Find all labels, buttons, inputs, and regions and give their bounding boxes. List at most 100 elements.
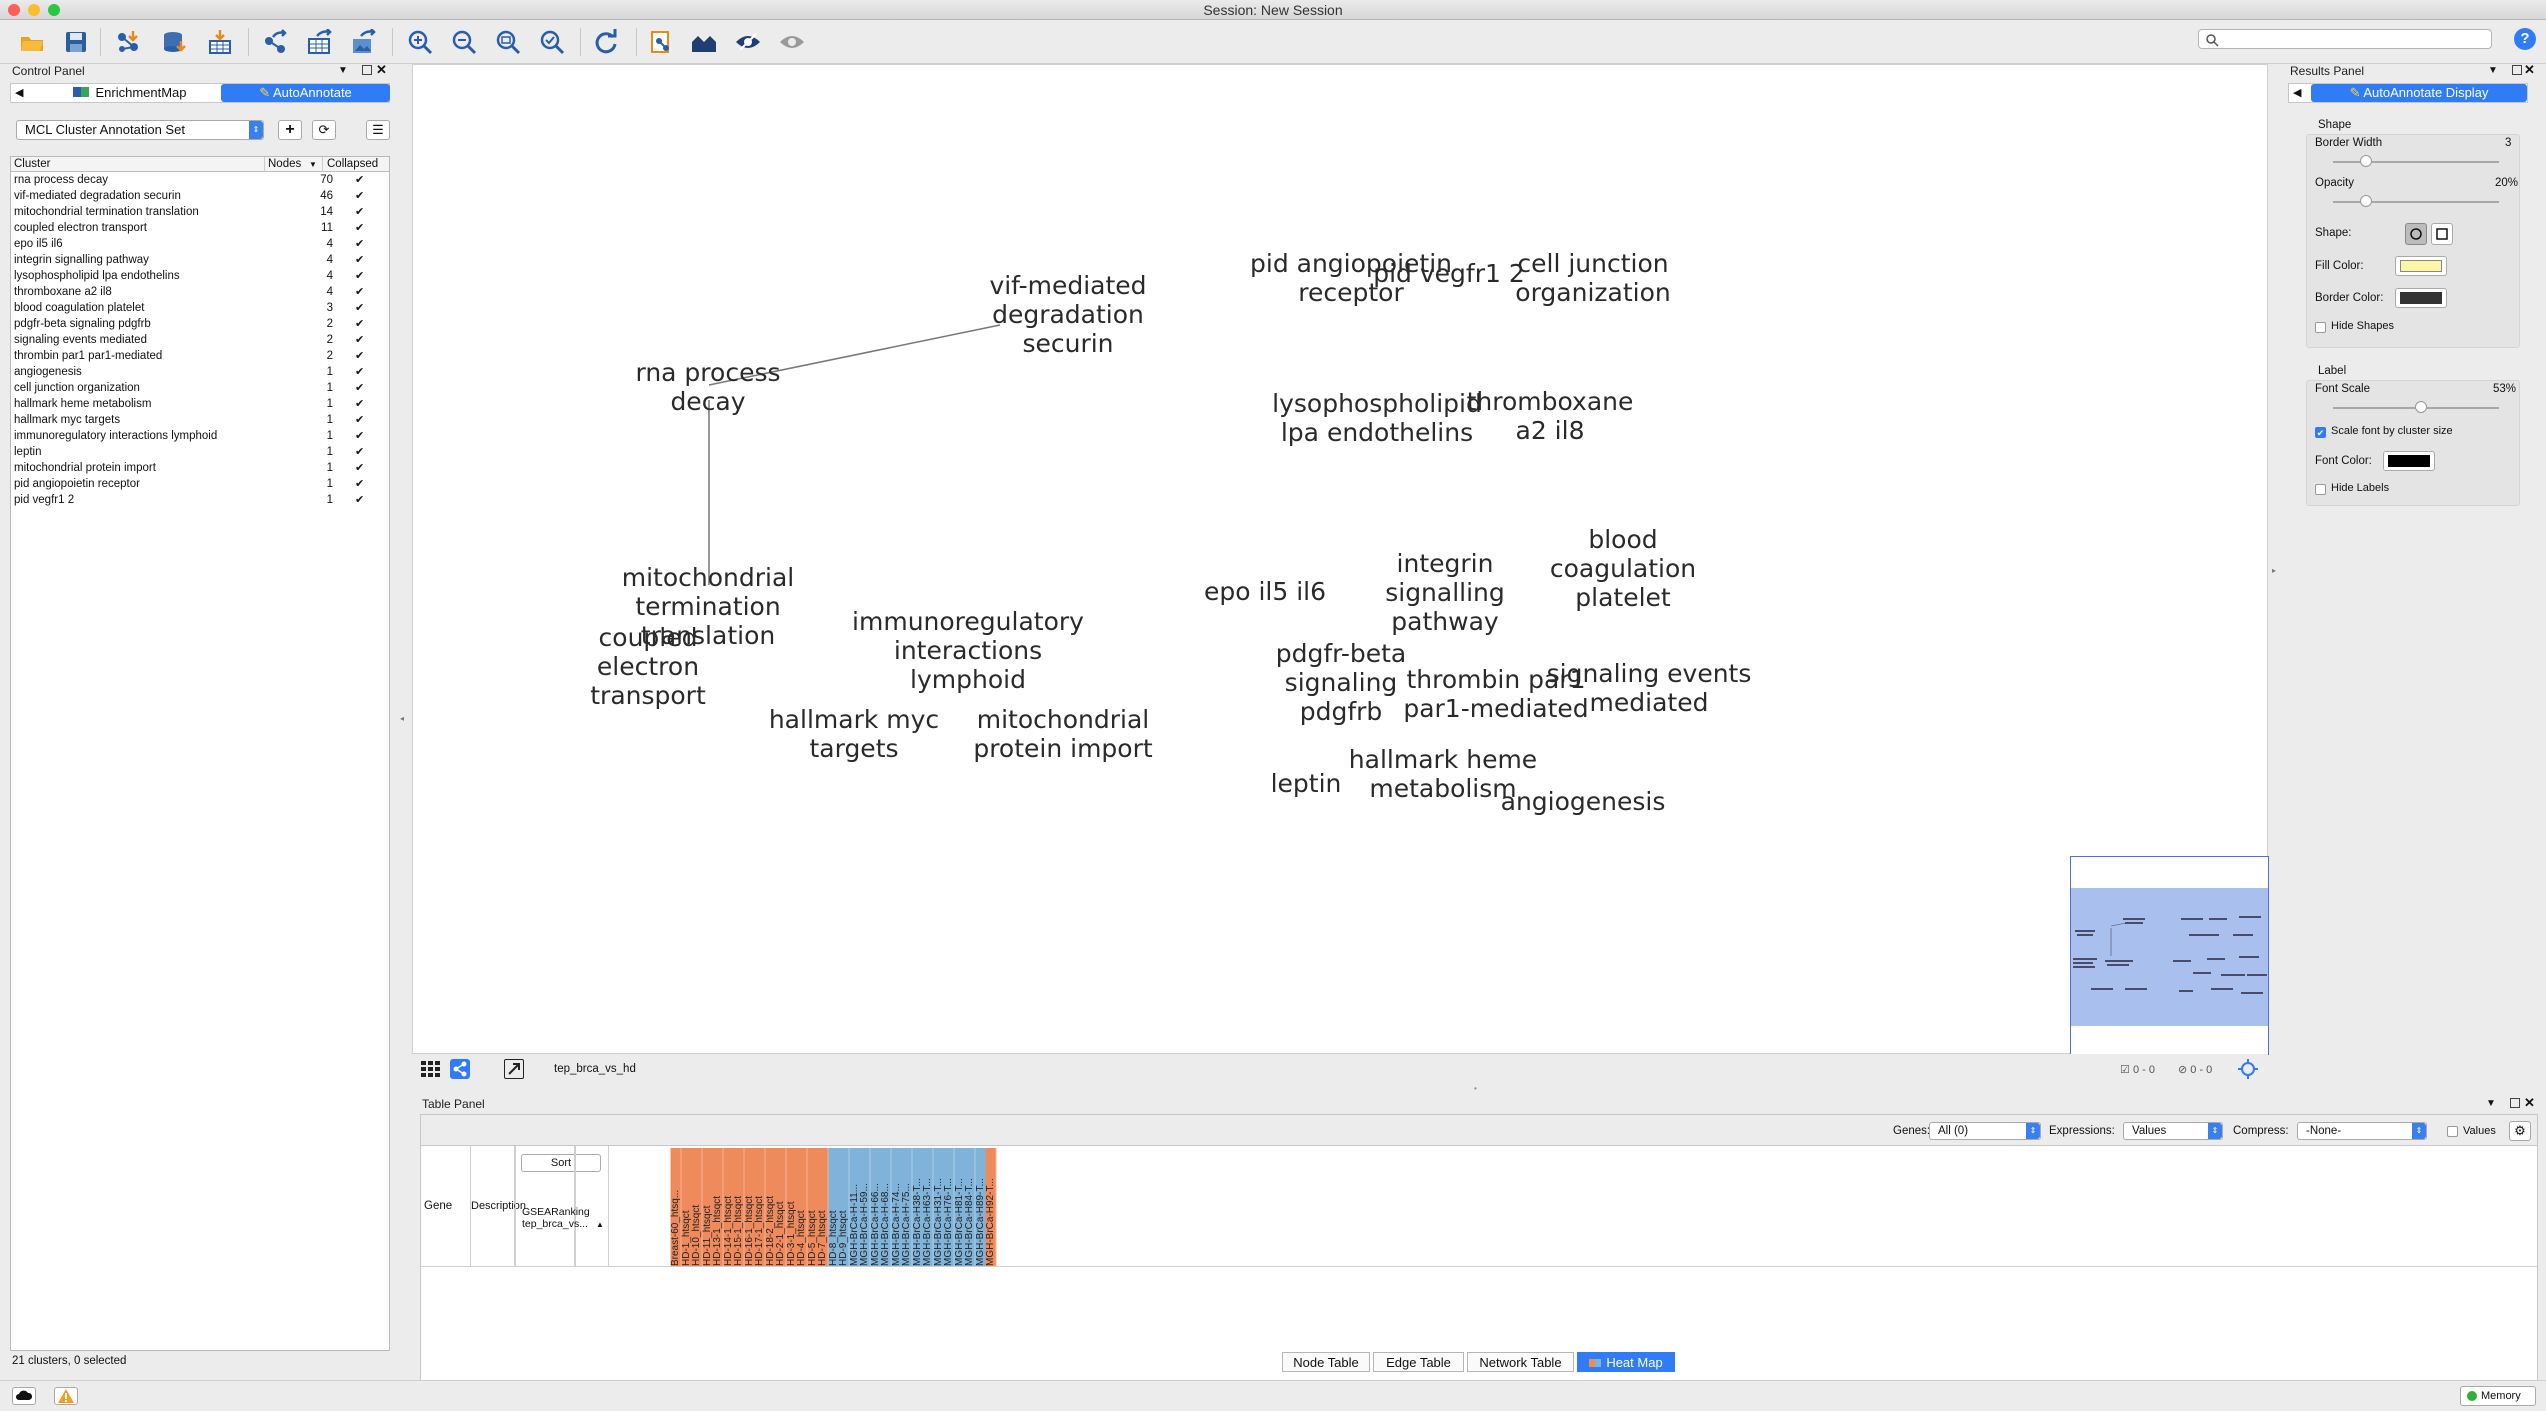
compress-dropdown[interactable]: -None-⇕ [2297,1122,2427,1140]
heatmap-column-header[interactable]: MGH-BrCa-H38-T... [912,1148,923,1266]
import-table-file-icon[interactable] [204,26,236,58]
column-header-nodes[interactable]: Nodes [268,158,302,170]
column-header-cluster[interactable]: Cluster [14,158,51,170]
results-float-icon[interactable] [2512,65,2522,75]
heatmap-column-header[interactable]: HD-8_htsqct [828,1148,839,1266]
zoom-selected-icon[interactable] [536,26,568,58]
minimize-window-button[interactable] [28,4,40,16]
export-image-icon[interactable] [348,26,380,58]
heatmap-column-header[interactable]: HD-17-1_htsqct [755,1148,766,1266]
cluster-label-integrin[interactable]: integrin signalling pathway [1385,549,1505,636]
heatmap-settings-button[interactable]: ⚙ [2509,1121,2531,1141]
results-tab-scroll-icon[interactable]: ◀ [2293,87,2302,99]
tab-edge-table[interactable]: Edge Table [1373,1352,1464,1372]
collapsed-checkbox[interactable]: ✔ [355,302,365,314]
tab-network-table[interactable]: Network Table [1467,1352,1574,1372]
search-field[interactable] [2221,31,2487,47]
heatmap-column-header[interactable]: HD-15-1_htsqct [734,1148,745,1266]
heatmap-column-header[interactable]: HD-10_htsqct [692,1148,703,1266]
home-icon[interactable] [688,26,720,58]
add-annotation-set-button[interactable]: + [278,120,302,140]
heatmap-column-header[interactable]: HD-2-1_htsqct [776,1148,787,1266]
expressions-dropdown[interactable]: Values⇕ [2123,1122,2223,1140]
minimap-viewport[interactable] [2071,888,2268,1026]
heatmap-column-header[interactable]: HD-13-1_htsqct [713,1148,724,1266]
network-overview-minimap[interactable] [2070,856,2269,1055]
grid-view-icon[interactable] [420,1059,440,1079]
cluster-label-epo[interactable]: epo il5 il6 [1203,577,1327,606]
refresh-annotations-button[interactable]: ⟳ [312,120,336,140]
font-scale-slider-knob[interactable] [2414,401,2427,413]
tab-enrichmentmap[interactable]: EnrichmentMap [35,84,225,102]
heatmap-column-header[interactable]: MGH-BrCa-H89-T... [975,1148,986,1266]
heatmap-column-header[interactable]: MGH-BrCa-H-68... [881,1148,892,1266]
tab-scroll-left-icon[interactable]: ◀ [15,87,24,99]
heatmap-column-header[interactable]: MGH-BrCa-H-66... [870,1148,881,1266]
cluster-label-angio-rec[interactable]: pid angiopoietin receptor [1250,249,1452,307]
heatmap-column-header[interactable]: HD-9_htsqct [839,1148,850,1266]
cluster-label-thrombin[interactable]: thrombin par1 par1-mediated [1403,665,1589,723]
results-menu-icon[interactable]: ▼ [2488,65,2498,76]
column-header-collapsed[interactable]: Collapsed [327,158,379,170]
hide-shapes-checkbox[interactable] [2315,322,2326,333]
heatmap-column-header[interactable]: Breast-60_htsq... [671,1148,682,1266]
table-splitter[interactable]: • [1474,1084,1477,1093]
cluster-label-heme[interactable]: hallmark heme metabolism [1348,745,1538,803]
cluster-label-mito-term[interactable]: mitochondrial termination translation [621,563,795,650]
edge-rna-vif[interactable] [708,324,1001,386]
values-checkbox[interactable] [2447,1126,2458,1137]
collapsed-checkbox[interactable]: ✔ [355,318,365,330]
new-network-icon[interactable] [646,26,678,58]
warning-icon[interactable] [54,1387,78,1405]
collapsed-checkbox[interactable]: ✔ [355,350,365,362]
collapsed-checkbox[interactable]: ✔ [355,190,365,202]
heatmap-column-header[interactable]: MGH-BrCa-H81-T... [954,1148,965,1266]
import-network-icon[interactable] [112,26,144,58]
heatmap-column-header[interactable]: MGH-BrCa-H-75... [902,1148,913,1266]
zoom-window-button[interactable] [48,4,60,16]
tab-autoannotate-display[interactable]: ✎ AutoAnnotate Display [2311,84,2527,102]
gene-column-header[interactable]: Gene [421,1146,471,1266]
table-float-icon[interactable] [2510,1098,2520,1108]
import-table-icon[interactable] [158,26,190,58]
heatmap-column-header[interactable]: MGH-BrCa-H84-T... [965,1148,976,1266]
zoom-fit-icon[interactable] [492,26,524,58]
collapsed-checkbox[interactable]: ✔ [355,446,365,458]
table-menu-icon[interactable]: ▼ [2486,1098,2496,1109]
save-icon[interactable] [60,26,92,58]
opacity-slider-knob[interactable] [2360,195,2373,207]
heatmap-column-header[interactable]: HD-1_htsqct [681,1148,692,1266]
heatmap-column-header[interactable]: MGH-BrCa-H63-T... [923,1148,934,1266]
zoom-in-icon[interactable] [404,26,436,58]
collapsed-checkbox[interactable]: ✔ [355,286,365,298]
cluster-label-lyso[interactable]: lysophospholipid lpa endothelins [1272,389,1482,447]
collapsed-checkbox[interactable]: ✔ [355,238,365,250]
shape-rectangle-button[interactable] [2431,223,2453,245]
shape-ellipse-button[interactable] [2405,223,2427,245]
collapsed-checkbox[interactable]: ✔ [355,334,365,346]
heatmap-column-header[interactable]: HD-3-1_htsqct [786,1148,797,1266]
heatmap-column-header[interactable]: HD-5_htsqct [807,1148,818,1266]
annotation-set-dropdown[interactable]: MCL Cluster Annotation Set ⇕ [16,120,264,140]
export-network-icon[interactable] [260,26,292,58]
close-window-button[interactable] [8,4,20,16]
memory-button[interactable]: Memory [2460,1386,2536,1406]
description-column-header[interactable]: Description [471,1146,526,1266]
collapsed-checkbox[interactable]: ✔ [355,462,365,474]
border-color-button[interactable] [2395,288,2447,308]
scale-font-checkbox[interactable]: ✔ [2315,427,2326,438]
open-icon[interactable] [16,26,48,58]
